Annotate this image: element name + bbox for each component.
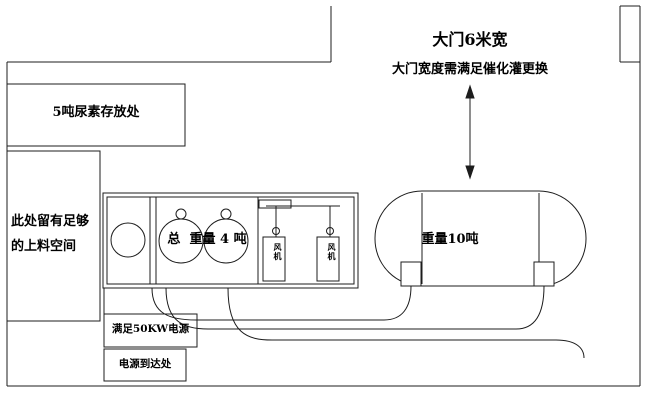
fan-label-1: 风机	[273, 243, 283, 261]
gate-direction-arrow	[465, 84, 475, 180]
loading-space-label-line2: 的上料空间	[11, 239, 77, 254]
power-area	[103, 288, 198, 382]
fan-box-1	[262, 236, 286, 282]
tank-leg-1	[400, 261, 422, 287]
gate-note-label: 大门宽度需满足催化灌更换	[391, 62, 548, 77]
storage-tank	[374, 190, 587, 287]
loading-space-box	[6, 150, 101, 322]
fan-box-2	[316, 236, 340, 282]
tank-shell	[374, 190, 587, 287]
skid-tank-nozzle-2	[220, 208, 232, 220]
arrow-head-up-icon	[465, 84, 475, 99]
power-supply-box	[103, 313, 198, 348]
skid-weight-label: 总 重量 4 吨	[167, 232, 247, 247]
arrow-head-down-icon	[465, 165, 475, 180]
power-arrival-label: 电源到达处	[118, 358, 172, 370]
skid-tank-nozzle-1	[175, 208, 187, 220]
tank-weight-label: 重量10吨	[421, 232, 479, 247]
tank-leg-2	[533, 261, 555, 287]
fan-label-2: 风机	[327, 243, 337, 261]
fan-section	[257, 196, 355, 285]
pipe-run-2	[165, 285, 545, 330]
loading-space-label-line1: 此处留有足够	[11, 214, 90, 229]
skid-pump-circle	[110, 222, 146, 258]
urea-storage-box	[6, 83, 186, 147]
pipe-run-1	[151, 285, 412, 321]
fan-section-frame	[257, 196, 355, 285]
fan-inlet-elbow-1	[272, 227, 280, 235]
skid-outer-frame	[102, 192, 359, 289]
fan-section-flange	[258, 199, 292, 209]
power-arrival-box	[103, 348, 187, 382]
pipe-run-3	[227, 287, 585, 359]
power-supply-label: 满足50KW电源	[111, 323, 190, 335]
gate-width-label: 大门6米宽	[432, 30, 508, 49]
urea-storage-label: 5吨尿素存放处	[52, 105, 140, 120]
pipe-runs	[151, 285, 585, 359]
fan-inlet-elbow-2	[326, 227, 334, 235]
dosing-skid	[102, 192, 359, 289]
